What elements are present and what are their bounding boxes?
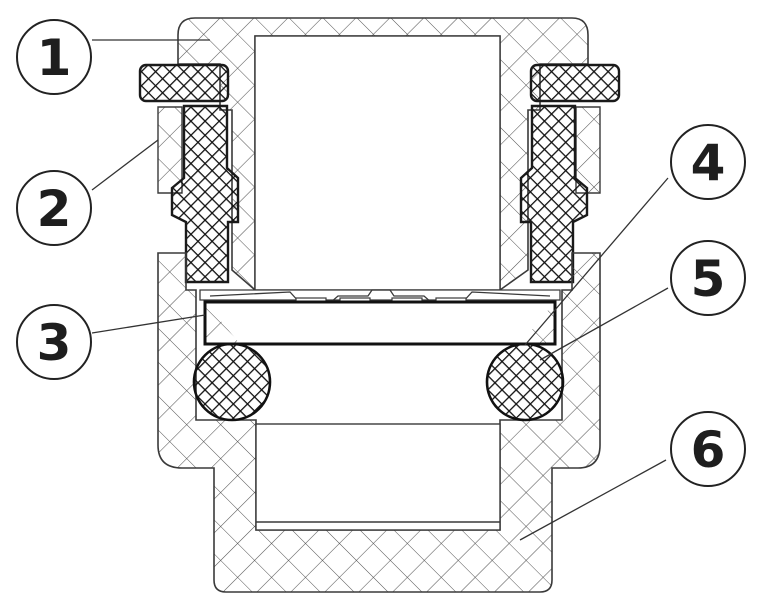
collet-sleeve <box>177 17 589 292</box>
release-collar <box>138 63 621 103</box>
callout-5: 5 <box>670 240 746 316</box>
o-ring-seal <box>192 342 565 422</box>
callout-5-label: 5 <box>691 250 726 308</box>
callout-4: 4 <box>670 124 746 200</box>
callout-2: 2 <box>16 170 92 246</box>
callout-3-label: 3 <box>37 314 72 372</box>
spacer-ring <box>203 300 557 346</box>
leader-lines <box>91 39 669 541</box>
callout-3: 3 <box>16 304 92 380</box>
housing-body <box>157 252 601 593</box>
callout-2-label: 2 <box>37 180 72 238</box>
callout-6: 6 <box>670 411 746 487</box>
callout-6-label: 6 <box>691 421 726 479</box>
locking-sleeve <box>170 104 589 284</box>
callout-4-label: 4 <box>691 134 726 192</box>
callout-1-label: 1 <box>37 29 72 87</box>
callout-1: 1 <box>16 19 92 95</box>
